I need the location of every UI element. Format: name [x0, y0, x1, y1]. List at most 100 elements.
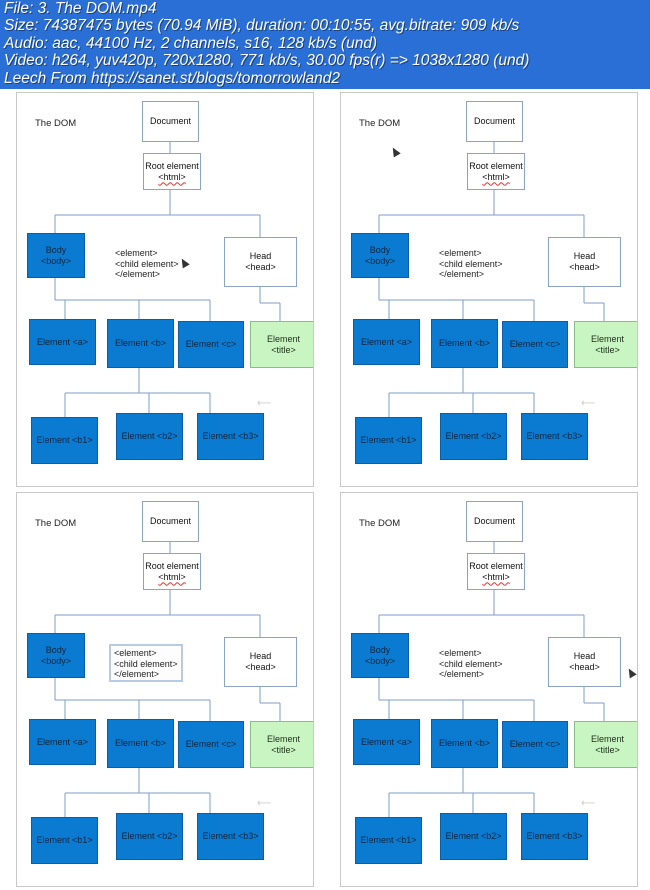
- root-element-node: Root element <html>: [143, 553, 201, 590]
- snippet-line: <child element>: [114, 658, 178, 669]
- root-element-tag: <html>: [482, 571, 510, 582]
- slide-panel-2: The DOM Document Root element <html> Bod…: [340, 92, 638, 487]
- root-element-tag: <html>: [158, 171, 186, 182]
- slide-panel-4: The DOM Document Root element <html> Bod…: [340, 492, 638, 887]
- element-title-label: Element: [590, 733, 625, 744]
- head-tag: <head>: [569, 262, 600, 272]
- element-b-label: Element <b>: [438, 338, 491, 348]
- element-b1-label: Element <b1>: [36, 435, 93, 445]
- element-b1-node: Element <b1>: [355, 817, 422, 864]
- file-info-line: Audio: aac, 44100 Hz, 2 channels, s16, 1…: [4, 35, 378, 52]
- root-element-node: Root element <html>: [467, 153, 525, 190]
- element-title-label: Element: [266, 333, 301, 344]
- element-c-label: Element <c>: [185, 739, 237, 749]
- diagram-title: The DOM: [35, 518, 77, 529]
- element-title-label: Element: [266, 733, 301, 744]
- element-b1-node: Element <b1>: [355, 417, 422, 464]
- body-tag: <body>: [364, 255, 396, 266]
- element-a-node: Element <a>: [353, 719, 420, 765]
- element-b1-node: Element <b1>: [31, 417, 98, 464]
- root-element-label: Root element: [145, 160, 199, 171]
- snippet-line: <element>: [115, 248, 158, 258]
- element-title-node: Element <title>: [250, 321, 313, 368]
- element-c-label: Element <c>: [509, 739, 561, 749]
- arrow-left-icon: ⟵: [257, 398, 272, 409]
- file-info-line: Size: 74387475 bytes (70.94 MiB), durati…: [4, 17, 520, 34]
- element-title-node: Element <title>: [250, 721, 313, 768]
- body-label: Body: [369, 244, 391, 255]
- element-b3-label: Element <b3>: [526, 831, 583, 841]
- diagram-title: The DOM: [35, 118, 77, 129]
- element-snippet: <element> <child element> </element>: [109, 644, 183, 682]
- root-element-label: Root element: [469, 560, 523, 571]
- file-info-banner: File: 3. The DOM.mp4 Size: 74387475 byte…: [0, 0, 650, 89]
- element-snippet: <element> <child element> </element>: [112, 246, 182, 282]
- body-node: Body <body>: [351, 633, 409, 678]
- slide-panel-1: The DOM Document Root element <html> Bod…: [16, 92, 314, 487]
- element-b2-node: Element <b2>: [116, 813, 183, 860]
- document-label: Document: [149, 516, 192, 526]
- root-element-label: Root element: [469, 160, 523, 171]
- head-node: Head <head>: [548, 237, 621, 287]
- document-node: Document: [466, 101, 523, 142]
- element-c-label: Element <c>: [509, 339, 561, 349]
- head-node: Head <head>: [224, 637, 297, 687]
- root-element-node: Root element <html>: [467, 553, 525, 590]
- arrow-left-icon: ⟵: [581, 798, 596, 809]
- element-a-label: Element <a>: [360, 736, 413, 747]
- element-title-tag: <title>: [271, 344, 296, 355]
- element-a-label: Element <a>: [36, 336, 89, 347]
- body-node: Body <body>: [27, 633, 85, 678]
- element-b1-label: Element <b1>: [360, 435, 417, 445]
- snippet-line: <element>: [439, 648, 482, 658]
- head-tag: <head>: [245, 262, 276, 272]
- connector-lines: [378, 142, 605, 417]
- body-label: Body: [369, 644, 391, 655]
- element-a-node: Element <a>: [29, 319, 96, 365]
- snippet-line: <element>: [439, 248, 482, 258]
- connector-lines: [378, 542, 605, 817]
- element-c-node: Element <c>: [502, 321, 568, 368]
- element-b3-label: Element <b3>: [202, 831, 259, 841]
- head-label: Head: [249, 651, 272, 661]
- element-b-label: Element <b>: [114, 338, 167, 348]
- head-tag: <head>: [245, 662, 276, 672]
- element-snippet: <element> <child element> </element>: [436, 646, 506, 682]
- element-b3-node: Element <b3>: [197, 413, 264, 460]
- element-a-node: Element <a>: [353, 319, 420, 365]
- element-title-label: Element: [590, 333, 625, 344]
- connector-lines: [54, 142, 281, 417]
- body-label: Body: [45, 244, 67, 255]
- element-snippet: <element> <child element> </element>: [436, 246, 506, 282]
- body-tag: <body>: [40, 655, 72, 666]
- element-c-label: Element <c>: [185, 339, 237, 349]
- element-b-label: Element <b>: [114, 738, 167, 748]
- body-label: Body: [45, 644, 67, 655]
- snippet-line: </element>: [114, 669, 160, 679]
- snippet-line: </element>: [115, 269, 161, 279]
- document-label: Document: [149, 116, 192, 126]
- head-tag: <head>: [569, 662, 600, 672]
- file-info-line: Leech From https://sanet.st/blogs/tomorr…: [4, 70, 340, 87]
- element-title-tag: <title>: [595, 344, 620, 355]
- arrow-left-icon: ⟵: [581, 398, 596, 409]
- element-a-node: Element <a>: [29, 719, 96, 765]
- element-title-tag: <title>: [271, 744, 296, 755]
- document-node: Document: [466, 501, 523, 542]
- element-b3-node: Element <b3>: [197, 813, 264, 860]
- slide-panel-3: The DOM Document Root element <html> Bod…: [16, 492, 314, 887]
- element-c-node: Element <c>: [178, 321, 244, 368]
- snippet-line: <element>: [114, 648, 157, 658]
- element-b-node: Element <b>: [107, 319, 174, 368]
- element-b3-label: Element <b3>: [202, 431, 259, 441]
- element-b2-node: Element <b2>: [440, 413, 507, 460]
- file-info-line: File: 3. The DOM.mp4: [4, 0, 157, 17]
- arrow-left-icon: ⟵: [257, 798, 272, 809]
- element-a-label: Element <a>: [360, 336, 413, 347]
- element-b-node: Element <b>: [431, 719, 498, 768]
- snippet-line: <child element>: [439, 658, 503, 669]
- head-node: Head <head>: [224, 237, 297, 287]
- element-b1-label: Element <b1>: [360, 835, 417, 845]
- head-node: Head <head>: [548, 637, 621, 687]
- head-label: Head: [249, 251, 272, 261]
